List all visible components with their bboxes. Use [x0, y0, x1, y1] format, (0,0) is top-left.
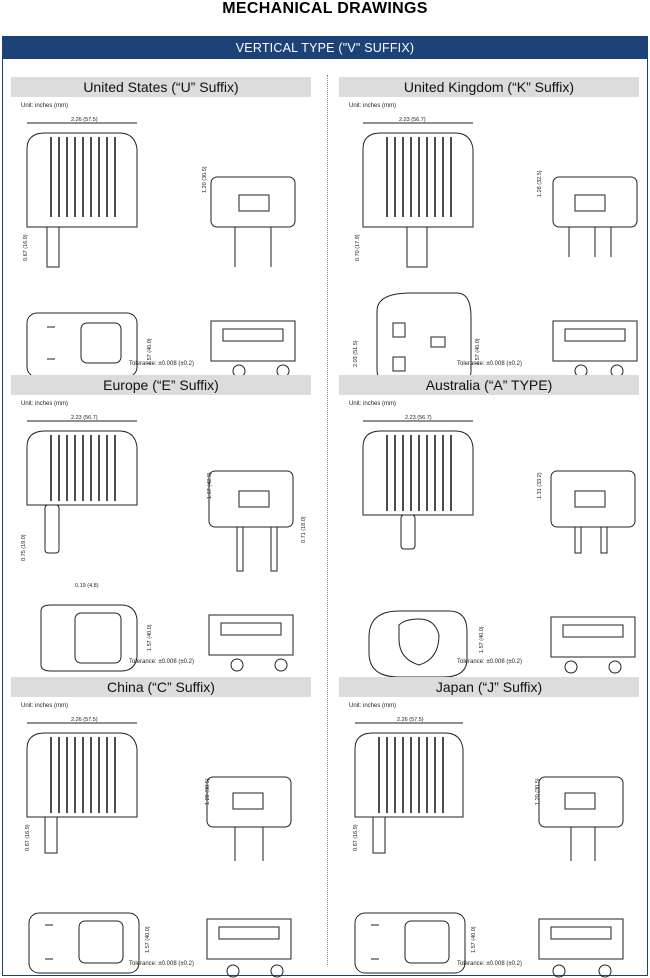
width-dimension: 2.26 (57.5) — [397, 717, 424, 723]
width-dimension: 2.26 (57.5) — [71, 117, 98, 123]
tolerance-note: Tolerance: ±0.008 (±0.2) — [457, 961, 522, 967]
panel-heading: Australia (“A” TYPE) — [339, 375, 639, 395]
tolerance-note: Tolerance: ±0.008 (±0.2) — [457, 361, 522, 367]
tolerance-note: Tolerance: ±0.008 (±0.2) — [129, 659, 194, 665]
width-dimension: 2.23 (56.7) — [399, 117, 426, 123]
panel-cn: China (“C” Suffix) Unit: inches (mm) 2.2… — [11, 677, 321, 967]
unit-note: Unit: inches (mm) — [21, 103, 69, 109]
pin-diameter-dimension: 0.19 (4.8) — [75, 583, 99, 589]
unit-note: Unit: inches (mm) — [21, 401, 69, 407]
panel-heading: United Kingdom (“K” Suffix) — [339, 77, 639, 97]
width-dimension: 2.23 (56.7) — [405, 415, 432, 421]
unit-note: Unit: inches (mm) — [349, 103, 397, 109]
panel-us: United States (“U” Suffix) Unit: inches … — [11, 77, 321, 367]
eu-plug-drawing — [11, 375, 321, 675]
uk-plug-drawing — [339, 77, 649, 377]
width-dimension: 2.26 (57.5) — [71, 717, 98, 723]
panel-heading: United States (“U” Suffix) — [11, 77, 311, 97]
au-plug-drawing — [339, 375, 649, 675]
unit-note: Unit: inches (mm) — [21, 703, 69, 709]
jp-plug-drawing — [339, 677, 649, 977]
us-plug-drawing — [11, 77, 321, 377]
tolerance-note: Tolerance: ±0.008 (±0.2) — [457, 659, 522, 665]
tolerance-note: Tolerance: ±0.008 (±0.2) — [129, 361, 194, 367]
tolerance-note: Tolerance: ±0.008 (±0.2) — [129, 961, 194, 967]
panel-heading: Japan (“J” Suffix) — [339, 677, 639, 697]
section-banner: VERTICAL TYPE ("V" SUFFIX) — [3, 37, 647, 59]
column-divider — [327, 75, 328, 965]
page-title: MECHANICAL DRAWINGS — [222, 0, 428, 17]
unit-note: Unit: inches (mm) — [349, 401, 397, 407]
panel-heading: Europe (“E” Suffix) — [11, 375, 311, 395]
panel-eu: Europe (“E” Suffix) Unit: inches (mm) 2.… — [11, 375, 321, 665]
drawings-frame: VERTICAL TYPE ("V" SUFFIX) United States… — [2, 36, 648, 976]
panel-jp: Japan (“J” Suffix) Unit: inches (mm) 2.2… — [339, 677, 649, 967]
panel-au: Australia (“A” TYPE) Unit: inches (mm) 2… — [339, 375, 649, 665]
panel-uk: United Kingdom (“K” Suffix) Unit: inches… — [339, 77, 649, 367]
width-dimension: 2.23 (56.7) — [71, 415, 98, 421]
panel-heading: China (“C” Suffix) — [11, 677, 311, 697]
unit-note: Unit: inches (mm) — [349, 703, 397, 709]
cn-plug-drawing — [11, 677, 321, 977]
